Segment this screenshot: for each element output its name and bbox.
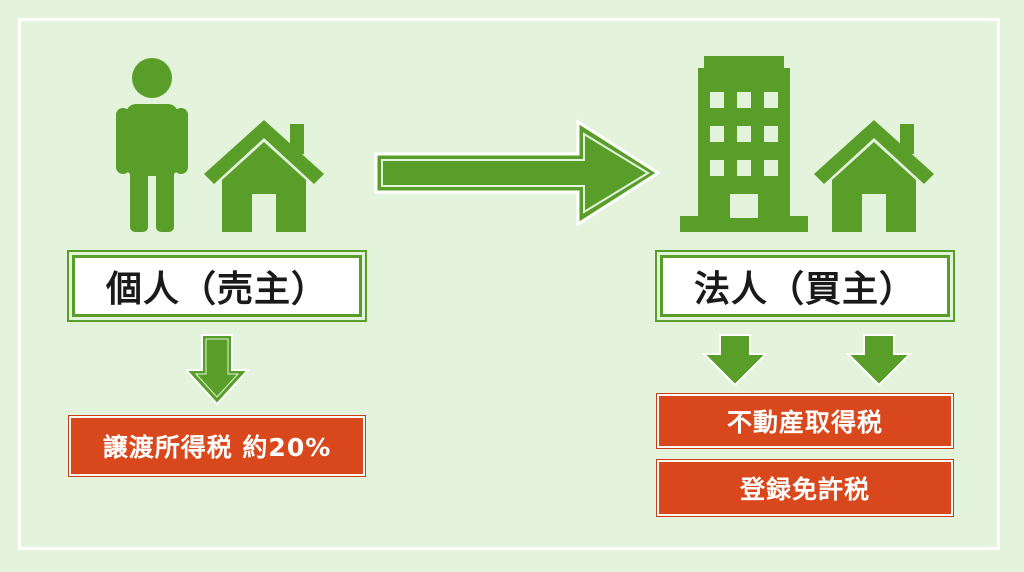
- registration-license-tax-box: 登録免許税: [656, 459, 954, 517]
- capital-gains-tax-box: 譲渡所得税 約20%: [68, 415, 366, 477]
- house-icon: [814, 120, 934, 232]
- arrow-down-icon: [183, 334, 251, 406]
- arrow-down-icon: [845, 334, 913, 387]
- house-icon: [204, 120, 324, 232]
- real-estate-acquisition-tax-box: 不動産取得税: [656, 393, 954, 449]
- seller-label: 個人（売主）: [67, 250, 367, 322]
- building-icon: [680, 56, 808, 232]
- arrow-down-icon: [701, 334, 769, 387]
- arrow-right-icon: [374, 119, 661, 227]
- buyer-label: 法人（買主）: [655, 250, 955, 322]
- person-icon: [116, 58, 188, 232]
- outer-frame: [18, 18, 1000, 550]
